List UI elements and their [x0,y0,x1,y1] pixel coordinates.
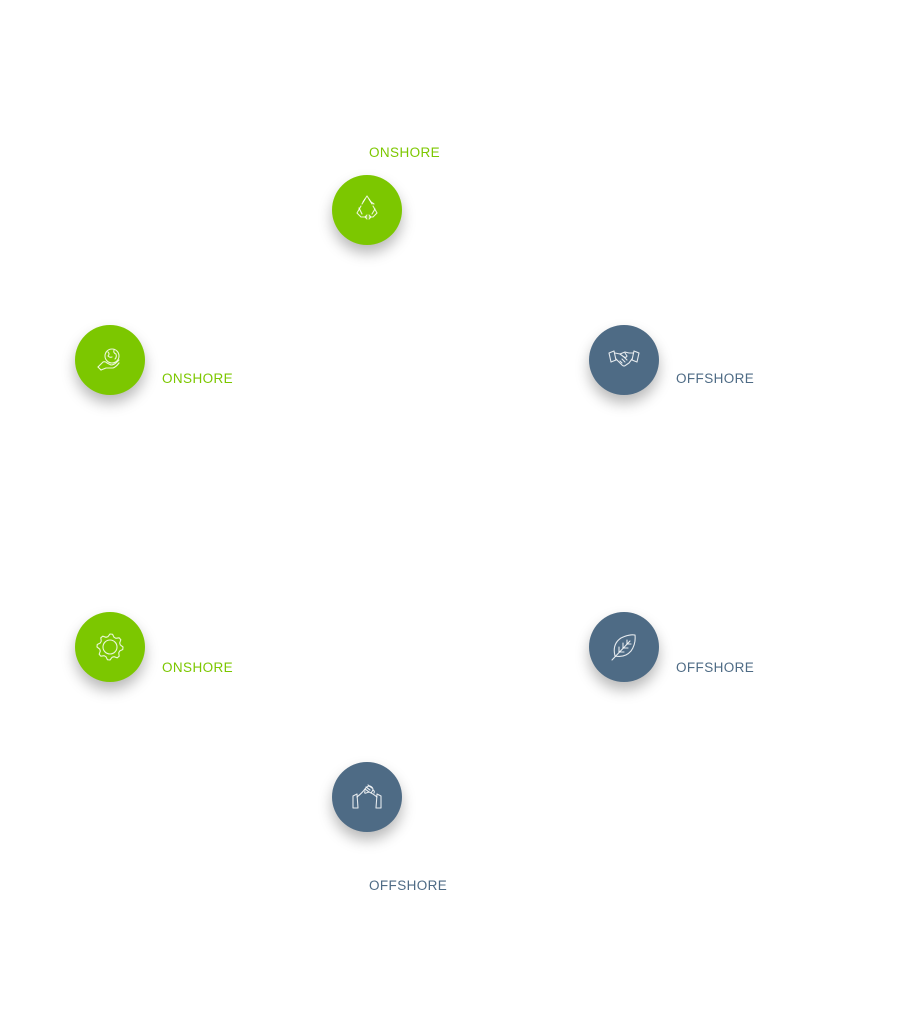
node-globe[interactable] [75,325,145,395]
clasped-hands-icon [352,784,382,809]
handshake-icon [608,350,640,367]
node-leaf[interactable] [589,612,659,682]
globe-in-hand-icon [97,348,120,371]
node-label-globe: ONSHORE [162,371,234,386]
node-recycle[interactable] [332,175,402,245]
node-label-recycle: ONSHORE [369,145,441,160]
node-label-handshake: OFFSHORE [676,371,755,386]
node-handshake[interactable] [589,325,659,395]
node-gear[interactable] [75,612,145,682]
node-clasp[interactable] [332,762,402,832]
gear-icon [96,633,124,661]
node-label-leaf: OFFSHORE [676,660,755,675]
node-label-clasp: OFFSHORE [369,878,448,893]
recycle-icon [356,195,378,220]
node-label-gear: ONSHORE [162,660,234,675]
leaf-icon [611,634,636,661]
